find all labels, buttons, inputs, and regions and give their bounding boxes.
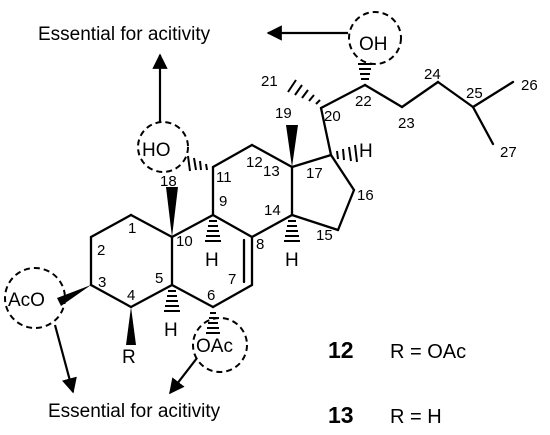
group-ho-11: HO xyxy=(142,140,171,161)
atom-number: 27 xyxy=(500,144,517,161)
highlight-circle-22-oh xyxy=(348,11,402,65)
atom-number: 5 xyxy=(155,270,163,287)
hydrogen-14: H xyxy=(285,250,299,271)
methyl-19-wedge xyxy=(286,125,298,167)
atom-number: 15 xyxy=(316,227,333,244)
atom-number: 20 xyxy=(324,108,341,125)
atom-number: 12 xyxy=(246,154,263,171)
atom-number: 22 xyxy=(355,93,372,110)
highlight-circle-11-oh xyxy=(137,121,189,173)
group-oh-22: OH xyxy=(359,34,388,55)
arrow-6-oac xyxy=(169,357,198,395)
group-oac-6: OAc xyxy=(196,336,233,357)
atom-number: 18 xyxy=(160,173,177,190)
annotation-top: Essential for acitivity xyxy=(38,24,211,45)
methyl-18-wedge xyxy=(166,187,178,237)
highlight-circle-3-oac xyxy=(4,267,66,329)
compound-id: 12 xyxy=(328,337,354,363)
arrow-3-oac xyxy=(53,324,77,394)
hashed-bonds xyxy=(164,63,372,334)
atom-number: 13 xyxy=(263,163,280,180)
atom-numbering: 1 2 3 4 5 6 7 8 9 10 11 12 13 14 15 16 1… xyxy=(97,66,538,304)
atom-number: 7 xyxy=(228,271,236,288)
atom-number: 10 xyxy=(176,233,193,250)
atom-number: 21 xyxy=(261,73,278,90)
atom-number: 16 xyxy=(357,187,374,204)
compound-definition: R = OAc xyxy=(390,341,466,363)
ring-a xyxy=(89,213,174,309)
highlight-circle-6-oac xyxy=(192,317,248,373)
atom-number: 14 xyxy=(264,202,281,219)
compound-legend: 12 R = OAc 13 R = H xyxy=(328,337,466,428)
atom-number: 17 xyxy=(306,165,323,182)
atom-number: 6 xyxy=(207,287,215,304)
atom-number: 25 xyxy=(466,85,483,102)
atom-number: 11 xyxy=(216,169,232,186)
atom-number: 1 xyxy=(128,220,136,237)
hydrogen-17: H xyxy=(359,141,373,162)
hydrogen-5: H xyxy=(164,320,178,341)
annotation-bottom: Essential for acitivity xyxy=(48,401,221,422)
substituent-4-wedge xyxy=(126,307,136,345)
ring-d xyxy=(290,153,356,232)
ring-c xyxy=(211,143,294,239)
atom-number: 19 xyxy=(275,105,292,122)
atom-number: 9 xyxy=(219,193,227,210)
compound-definition: R = H xyxy=(390,406,442,428)
atom-number: 3 xyxy=(98,274,106,291)
atom-number: 23 xyxy=(398,115,415,132)
atom-number: 8 xyxy=(256,236,264,253)
atom-number: 26 xyxy=(521,77,538,94)
side-chain xyxy=(319,80,515,157)
group-aco-3: AcO xyxy=(8,290,45,311)
atom-number: 2 xyxy=(97,242,105,259)
atom-number: 4 xyxy=(127,287,135,304)
hydrogen-9: H xyxy=(205,250,219,271)
ring-b xyxy=(170,213,254,309)
compound-id: 13 xyxy=(328,402,354,428)
substituent-r: R xyxy=(122,347,136,368)
atom-number: 24 xyxy=(424,66,441,83)
acetoxy-3-wedge xyxy=(57,285,91,306)
